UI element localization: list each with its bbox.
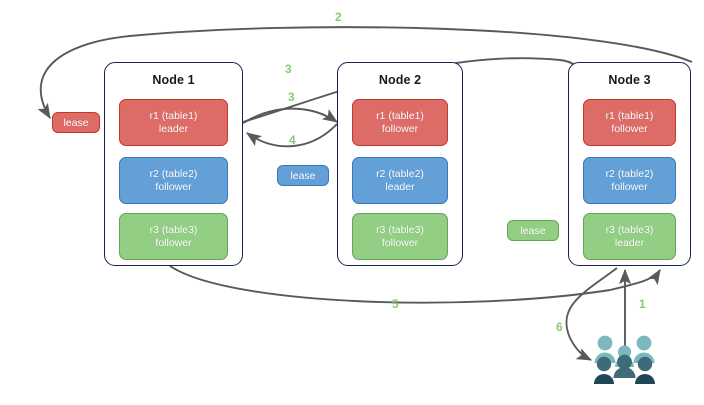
node-3-replica-r1[interactable]: r1 (table1) follower	[583, 99, 676, 146]
node-2-replica-r2[interactable]: r2 (table2) leader	[352, 157, 448, 204]
node-2-container[interactable]: Node 2 r1 (table1) follower r2 (table2) …	[337, 62, 463, 266]
lease-label: lease	[290, 169, 316, 182]
replica-role: leader	[385, 180, 415, 193]
replica-role: follower	[381, 236, 419, 249]
node-1-replica-r3[interactable]: r3 (table3) follower	[119, 213, 228, 260]
replica-name: r2 (table2)	[376, 167, 424, 180]
step-label-4: 4	[289, 133, 296, 147]
replica-name: r1 (table1)	[376, 109, 424, 122]
replica-role: follower	[381, 122, 419, 135]
arrow-step-3-short	[242, 107, 338, 124]
node-2-title: Node 2	[378, 73, 422, 87]
step-label-3b: 3	[288, 90, 295, 104]
replica-name: r3 (table3)	[149, 223, 198, 236]
step-label-2: 2	[335, 10, 342, 24]
lease-label: lease	[63, 116, 89, 129]
replica-role: follower	[611, 180, 648, 193]
replica-name: r2 (table2)	[149, 167, 198, 180]
replica-role: follower	[155, 180, 192, 193]
lease-label: lease	[520, 224, 546, 237]
node-3-replica-r2[interactable]: r2 (table2) follower	[583, 157, 676, 204]
lease-badge-r2[interactable]: lease	[277, 165, 329, 186]
arrow-step-5	[169, 265, 661, 304]
lease-badge-r3[interactable]: lease	[507, 220, 559, 241]
step-label-1: 1	[639, 297, 646, 311]
replica-name: r1 (table1)	[605, 109, 654, 122]
node-3-replica-r3[interactable]: r3 (table3) leader	[583, 213, 676, 260]
node-1-replica-r1[interactable]: r1 (table1) leader	[119, 99, 228, 146]
lease-badge-r1[interactable]: lease	[52, 112, 100, 133]
node-3-container[interactable]: Node 3 r1 (table1) follower r2 (table2) …	[568, 62, 691, 266]
node-2-replica-r3[interactable]: r3 (table3) follower	[352, 213, 448, 260]
replica-role: follower	[611, 122, 648, 135]
node-2-replica-r1[interactable]: r1 (table1) follower	[352, 99, 448, 146]
replica-role: leader	[158, 122, 189, 135]
step-label-6: 6	[556, 320, 563, 334]
replica-name: r3 (table3)	[605, 223, 654, 236]
replica-name: r1 (table1)	[149, 109, 198, 122]
replica-name: r2 (table2)	[605, 167, 654, 180]
step-label-3a: 3	[285, 62, 292, 76]
replica-name: r3 (table3)	[376, 223, 424, 236]
node-1-title: Node 1	[152, 73, 195, 87]
step-label-5: 5	[392, 297, 399, 311]
users-group-icon	[594, 335, 655, 384]
replica-role: leader	[614, 236, 645, 249]
node-3-title: Node 3	[608, 73, 651, 87]
node-1-replica-r2[interactable]: r2 (table2) follower	[119, 157, 228, 204]
replica-role: follower	[155, 236, 192, 249]
node-1-container[interactable]: Node 1 r1 (table1) leader r2 (table2) fo…	[104, 62, 243, 266]
